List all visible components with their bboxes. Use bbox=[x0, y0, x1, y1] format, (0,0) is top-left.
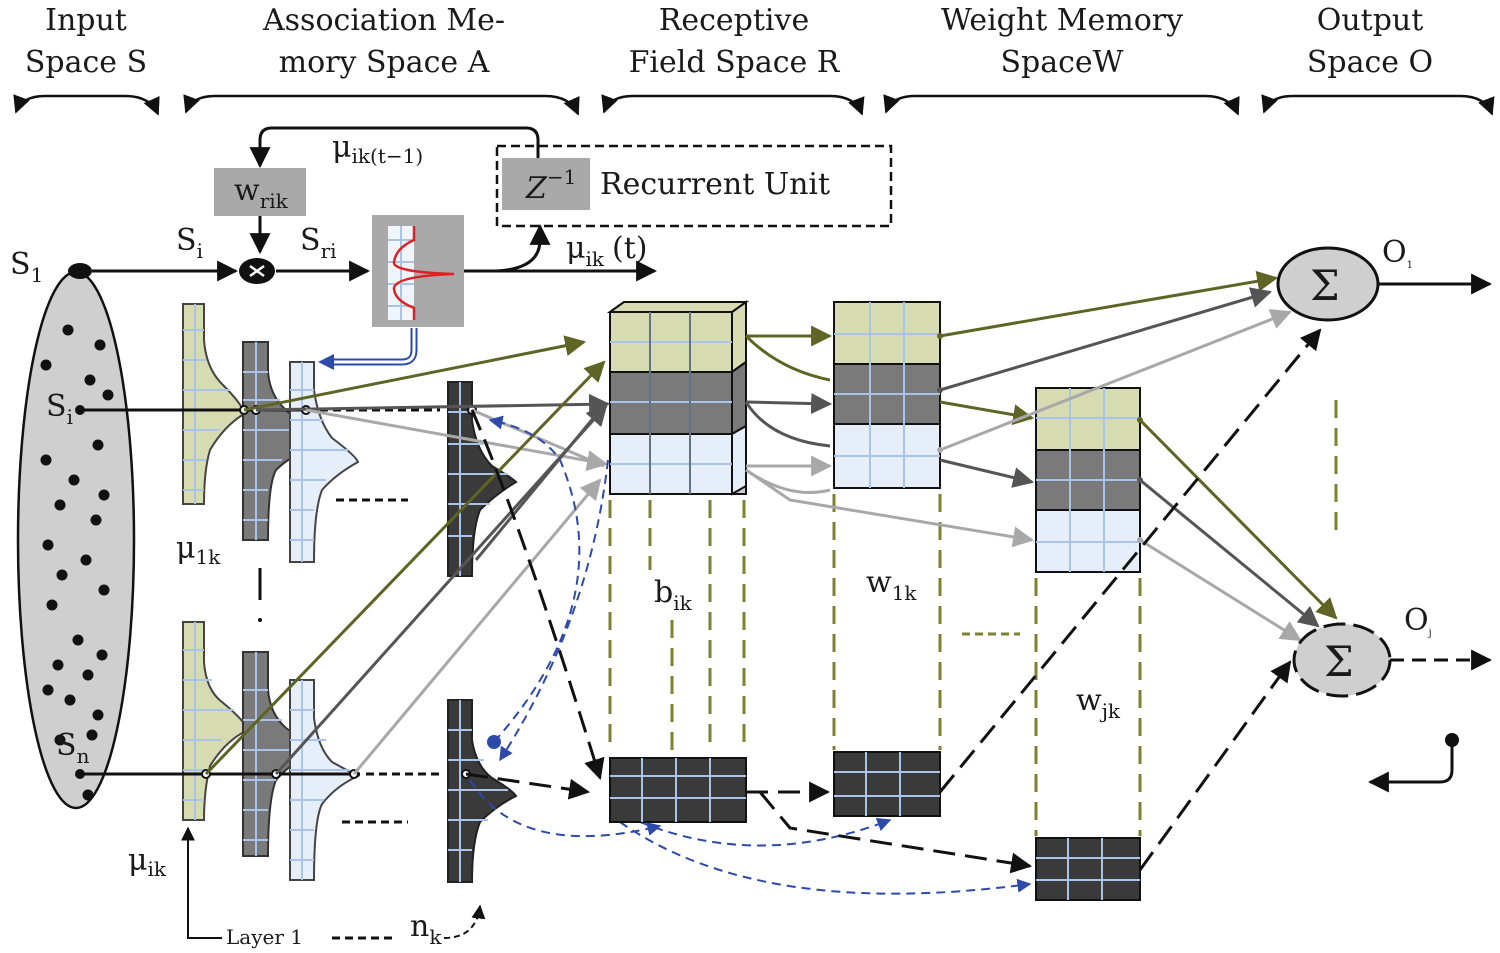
label-z: Z−1 bbox=[525, 165, 576, 206]
brace-input bbox=[13, 94, 160, 116]
label-bik: bik bbox=[654, 575, 693, 615]
z-inverse-box bbox=[502, 158, 590, 210]
header-braces bbox=[13, 94, 1495, 116]
receptive-bottom-block bbox=[609, 757, 747, 823]
nk-membership-group bbox=[447, 381, 518, 883]
input-dots bbox=[40, 324, 114, 801]
blue-link-outer bbox=[330, 328, 418, 366]
brace-weight bbox=[883, 94, 1240, 116]
nk-pointer-arrow bbox=[443, 904, 486, 939]
blue-link-head bbox=[318, 354, 334, 370]
wjk-stack bbox=[1035, 387, 1141, 573]
layer-to-receptive-arrows bbox=[204, 335, 611, 776]
vertical-separator-dot bbox=[258, 618, 262, 622]
header-assoc-line1: Association Me- bbox=[262, 3, 505, 38]
label-wjk: wjk bbox=[1076, 683, 1121, 723]
header-assoc-line2: mory Space A bbox=[279, 45, 490, 80]
light-grid-top bbox=[290, 362, 348, 562]
layer1-pointer-arrow bbox=[181, 826, 222, 939]
sigma-bottom: Σ bbox=[1324, 637, 1354, 686]
black-dashed-paths bbox=[746, 328, 1322, 874]
feedback-loop-line bbox=[249, 126, 540, 210]
header-weight-line2: SpaceW bbox=[1000, 45, 1123, 80]
brace-output bbox=[1261, 94, 1495, 116]
light-membership-top bbox=[289, 361, 360, 563]
header-weight-line1: Weight Memory bbox=[941, 3, 1183, 38]
label-sri: Sri bbox=[300, 223, 337, 263]
label-wrik: wrik bbox=[234, 173, 289, 213]
label-s1: S1 bbox=[10, 247, 43, 287]
dark-grid-top bbox=[243, 342, 300, 540]
header-receptive-line1: Receptive bbox=[659, 3, 809, 38]
olive-membership-bottom bbox=[182, 621, 250, 821]
w1k-stack bbox=[833, 301, 941, 489]
sum-node-top: Σ bbox=[1276, 246, 1380, 322]
blue-dashed-links bbox=[469, 415, 1032, 895]
header-receptive-line2: Field Space R bbox=[629, 45, 841, 80]
nk-grid-bottom bbox=[448, 700, 508, 882]
label-mu1k: μ1k bbox=[176, 531, 221, 569]
olive-membership-top bbox=[182, 303, 246, 505]
label-sni: Sn bbox=[56, 728, 90, 768]
membership-group-top bbox=[182, 303, 360, 563]
wrik-box bbox=[214, 168, 306, 216]
label-si: Si bbox=[46, 389, 73, 429]
header-output-line1: Output bbox=[1317, 3, 1424, 38]
label-oj: Oj bbox=[1404, 603, 1432, 639]
label-nk: nk bbox=[410, 909, 442, 949]
receptive-cube bbox=[606, 300, 750, 496]
brace-receptive bbox=[601, 94, 865, 116]
w1k-olive-dashes bbox=[832, 494, 1020, 750]
recurrent-unit-box bbox=[495, 144, 893, 228]
label-mu-prev: μik(t−1) bbox=[332, 130, 423, 168]
recurrent-gauss-box bbox=[372, 215, 464, 327]
wjk-olive-dashes bbox=[1034, 400, 1338, 836]
w1k-bottom-block bbox=[833, 751, 941, 817]
label-mu-t: μik(t) bbox=[566, 231, 647, 271]
membership-group-bottom bbox=[182, 621, 361, 881]
label-layer1: Layer 1 bbox=[226, 925, 303, 949]
nk-membership-top bbox=[447, 381, 518, 577]
dark-grid-bottom bbox=[243, 652, 306, 856]
label-o1: O1 bbox=[1382, 235, 1413, 271]
receptive-to-w1k-arrows bbox=[744, 325, 833, 494]
header-output-line2: Space O bbox=[1307, 45, 1433, 80]
label-muik: μik bbox=[128, 843, 167, 881]
header-input-line1: Input bbox=[45, 3, 127, 38]
olive-grid-top bbox=[183, 304, 230, 504]
weights-to-output-arrows bbox=[939, 270, 1338, 642]
brace-assoc bbox=[183, 94, 580, 116]
feedback-hook-arrow bbox=[1367, 740, 1454, 793]
headers: Input Space S Association Me- mory Space… bbox=[25, 3, 1433, 80]
wjk-bottom-block bbox=[1035, 837, 1141, 901]
to-z-unit-line bbox=[489, 223, 551, 273]
receptive-olive-dashes bbox=[608, 500, 746, 750]
sum-node-bottom: Σ bbox=[1292, 622, 1392, 698]
nk-grid-top bbox=[448, 382, 508, 576]
label-recurrent-unit: Recurrent Unit bbox=[600, 167, 830, 202]
header-input-line2: Space S bbox=[25, 45, 147, 80]
nk-top-to-bottom-cell-arrow bbox=[470, 409, 605, 781]
label-si-top: Si bbox=[176, 223, 203, 263]
label-w1k: w1k bbox=[866, 565, 917, 605]
multiplier-cross bbox=[249, 264, 265, 278]
w1k-to-wjk-arrows bbox=[745, 400, 1035, 548]
blue-link-inner bbox=[330, 328, 416, 364]
sigma-top: Σ bbox=[1310, 261, 1340, 310]
blue-dot bbox=[487, 735, 501, 749]
nk-bottom-to-cell-arrow bbox=[465, 772, 591, 800]
s1-node bbox=[68, 263, 92, 279]
olive-grid-bottom bbox=[183, 622, 234, 820]
